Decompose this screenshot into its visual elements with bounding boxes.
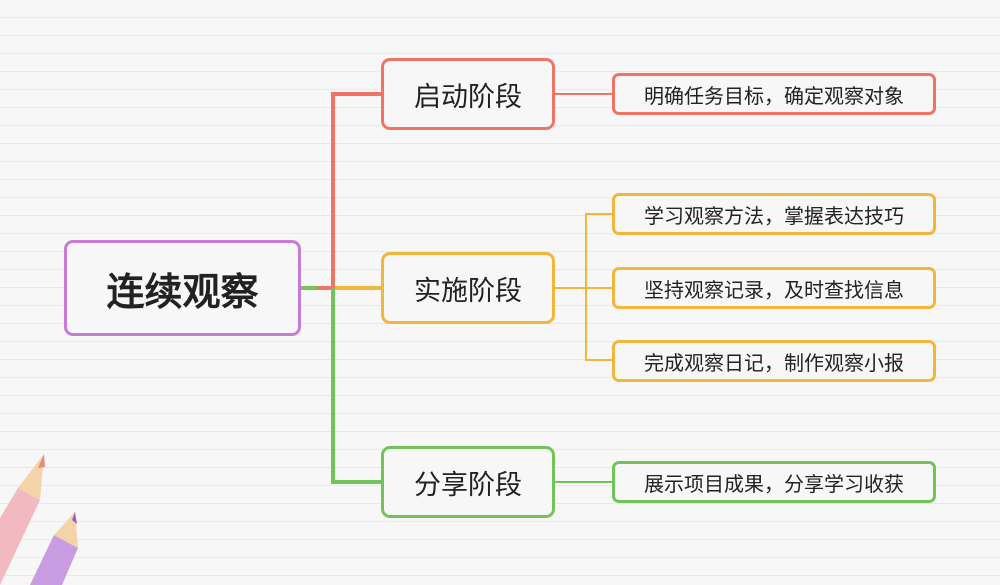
connector-branch-green — [331, 288, 382, 484]
purple-pencil-icon — [30, 512, 78, 585]
leaf-node-implementation-2: 坚持观察记录，及时查找信息 — [612, 267, 936, 309]
branch-node-startup: 启动阶段 — [381, 58, 555, 130]
leaf-node-startup-1: 明确任务目标，确定观察对象 — [612, 73, 936, 115]
branch-node-sharing: 分享阶段 — [381, 446, 555, 518]
root-node: 连续观察 — [64, 240, 301, 336]
branch-node-implementation: 实施阶段 — [381, 252, 555, 324]
leaf-node-implementation-3: 完成观察日记，制作观察小报 — [612, 340, 936, 382]
leaf-node-implementation-1: 学习观察方法，掌握表达技巧 — [612, 193, 936, 235]
pencils-decoration — [0, 454, 78, 585]
connector-branch-red — [331, 92, 382, 288]
pink-pencil-icon — [0, 454, 45, 585]
leaf-node-sharing-1: 展示项目成果，分享学习收获 — [612, 461, 936, 503]
